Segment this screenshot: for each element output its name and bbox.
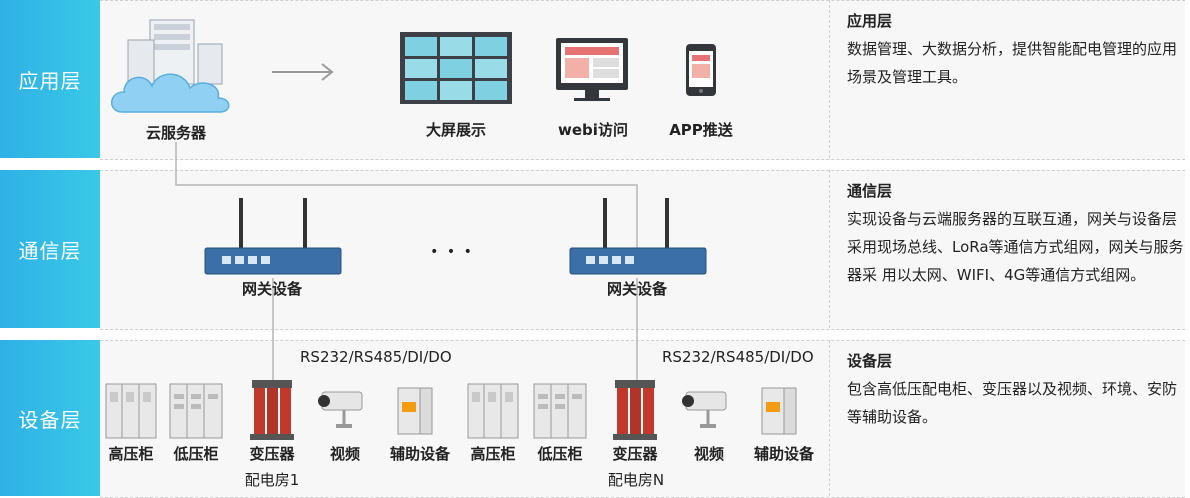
smartphone-icon: [686, 44, 716, 96]
high-voltage-cabinet-icon: [105, 383, 157, 439]
ellipsis: • • •: [430, 244, 474, 260]
app-layer-band: [100, 0, 1185, 160]
desc-title: 应用层: [847, 12, 893, 30]
device-label: 视频: [329, 445, 360, 463]
transformer-icon: [613, 380, 657, 440]
gateway-router-icon: [569, 198, 707, 275]
device-label: 辅助设备: [753, 445, 814, 463]
webi-access-label: webi访问: [558, 121, 628, 139]
desc-title: 设备层: [847, 352, 893, 370]
device-label: 辅助设备: [389, 445, 450, 463]
desc-text: 包含高低压配电柜、变压器以及视频、环境、安防等辅助设备。: [847, 380, 1178, 426]
circuit-breaker-icon: [397, 387, 433, 435]
desc-text: 数据管理、大数据分析，提供智能配电管理的应用场景及管理工具。: [847, 40, 1178, 86]
room1-label: 配电房1: [244, 471, 300, 489]
desc-text: 实现设备与云端服务器的互联互通，网关与设备层采用现场总线、LoRa等通信方式组网…: [847, 210, 1184, 284]
roomN-label: 配电房N: [607, 471, 665, 489]
device-label: 视频: [693, 445, 724, 463]
cloud-server-label: 云服务器: [145, 124, 206, 142]
protocol-label-2: RS232/RS485/DI/DO: [662, 348, 814, 366]
desc-title: 通信层: [847, 182, 893, 200]
video-wall-icon: [400, 32, 512, 104]
transformer-icon: [250, 380, 294, 440]
desc-communication: 通信层 实现设备与云端服务器的互联互通，网关与设备层采用现场总线、LoRa等通信…: [829, 170, 1184, 328]
layer-tab-device: 设备层: [0, 340, 100, 496]
circuit-breaker-icon: [761, 387, 797, 435]
layer-tab-communication: 通信层: [0, 170, 100, 328]
cloud-to-gateway-line: [175, 142, 638, 250]
monitor-icon: [556, 38, 628, 101]
device-label: 高压柜: [108, 445, 154, 463]
app-push-label: APP推送: [669, 121, 733, 139]
low-voltage-cabinet-icon: [533, 383, 587, 439]
desc-device: 设备层 包含高低压配电柜、变压器以及视频、环境、安防等辅助设备。: [829, 340, 1184, 496]
device-label: 低压柜: [173, 445, 219, 463]
gateway-router-icon: [204, 198, 342, 275]
low-voltage-cabinet-icon: [169, 383, 223, 439]
camera-icon: [318, 391, 363, 428]
device-label: 变压器: [612, 445, 658, 463]
protocol-label-1: RS232/RS485/DI/DO: [300, 348, 452, 366]
gateway2-label: 网关设备: [606, 280, 667, 298]
device-label: 高压柜: [470, 445, 516, 463]
cloud-server-icon: [111, 19, 230, 113]
gateway1-label: 网关设备: [241, 280, 302, 298]
device-label: 低压柜: [537, 445, 583, 463]
device-label: 变压器: [249, 445, 295, 463]
desc-application: 应用层 数据管理、大数据分析，提供智能配电管理的应用场景及管理工具。: [829, 0, 1184, 158]
connection-lines: [175, 142, 638, 388]
big-screen-label: 大屏展示: [425, 121, 486, 139]
layer-tab-application: 应用层: [0, 0, 100, 158]
high-voltage-cabinet-icon: [467, 383, 519, 439]
arrow-right-icon: [272, 63, 334, 81]
camera-icon: [682, 391, 727, 428]
